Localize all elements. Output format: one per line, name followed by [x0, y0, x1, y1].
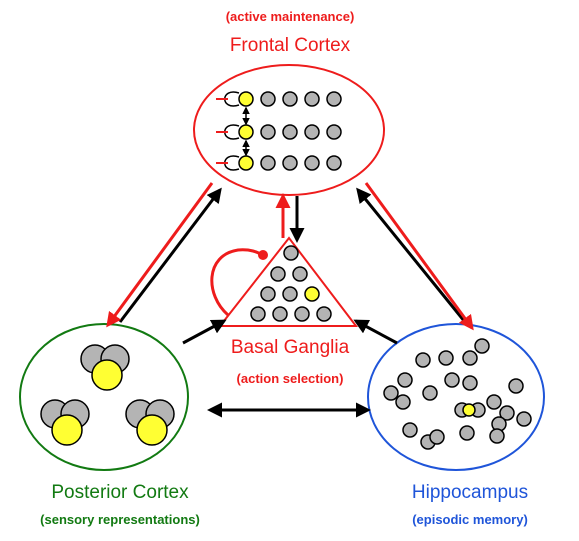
posterior-active-unit	[51, 414, 83, 446]
hippocampus-unit	[508, 378, 524, 394]
basal-role: (action selection)	[236, 371, 344, 386]
posterior-cortex-ellipse	[19, 323, 189, 471]
basal-unit	[282, 286, 298, 302]
hippocampus-unit	[459, 425, 475, 441]
hippocampus-unit	[474, 338, 490, 354]
basal-unit	[250, 306, 266, 322]
basal-unit	[270, 266, 286, 282]
hippocampus-unit	[444, 372, 460, 388]
hippocampus-name: Hippocampus	[411, 482, 529, 503]
hippocampus-unit	[462, 375, 478, 391]
frontal-to-hippocampus-arrow	[364, 182, 474, 331]
basal-unit	[292, 266, 308, 282]
hippocampus-unit	[383, 385, 399, 401]
frontal-active-unit	[238, 91, 254, 107]
basal-name: Basal Ganglia	[230, 337, 350, 358]
hippocampus-to-frontal-arrow	[356, 187, 467, 323]
hippocampus-unit	[489, 428, 505, 444]
hippocampus-to-basal-arrow	[353, 319, 398, 345]
posterior-to-basal-arrow	[182, 319, 227, 345]
basal-unit	[272, 306, 288, 322]
hippocampus-unit	[499, 405, 515, 421]
basal-inhibition-dot	[258, 250, 268, 260]
frontal-unit	[326, 124, 342, 140]
frontal-unit	[282, 124, 298, 140]
hippocampus-role: (episodic memory)	[412, 512, 528, 527]
frontal-unit	[260, 124, 276, 140]
hippocampus-active-unit	[462, 403, 476, 417]
basal-unit	[260, 286, 276, 302]
basal-unit	[316, 306, 332, 322]
basal-inhibition-arc	[210, 248, 263, 317]
frontal-name: Frontal Cortex	[229, 35, 351, 56]
frontal-unit	[282, 155, 298, 171]
hippocampus-unit	[422, 385, 438, 401]
hippocampus-unit	[516, 411, 532, 427]
hippocampus-unit	[415, 352, 431, 368]
posterior-active-unit	[136, 414, 168, 446]
frontal-to-posterior-arrow	[106, 182, 214, 328]
frontal-active-unit	[238, 155, 254, 171]
frontal-unit	[304, 91, 320, 107]
posterior-name: Posterior Cortex	[51, 482, 189, 503]
hippocampus-unit	[395, 394, 411, 410]
basal-unit	[283, 245, 299, 261]
frontal-unit	[326, 155, 342, 171]
frontal-unit	[260, 155, 276, 171]
frontal-unit	[282, 91, 298, 107]
hippocampus-unit	[429, 429, 445, 445]
basal-unit	[294, 306, 310, 322]
frontal-active-unit	[238, 124, 254, 140]
frontal-unit	[304, 124, 320, 140]
frontal-unit	[304, 155, 320, 171]
frontal-role: (active maintenance)	[225, 9, 355, 24]
hippocampus-unit	[486, 394, 502, 410]
hippocampus-unit	[438, 350, 454, 366]
frontal-unit	[326, 91, 342, 107]
hippocampus-unit	[462, 350, 478, 366]
basal-ganglia-triangle	[217, 236, 359, 327]
hippocampus-unit	[402, 422, 418, 438]
posterior-active-unit	[91, 359, 123, 391]
frontal-unit	[260, 91, 276, 107]
posterior-role: (sensory representations)	[40, 512, 200, 527]
basal-active-unit	[304, 286, 320, 302]
hippocampus-unit	[397, 372, 413, 388]
posterior-to-frontal-arrow	[118, 187, 222, 323]
